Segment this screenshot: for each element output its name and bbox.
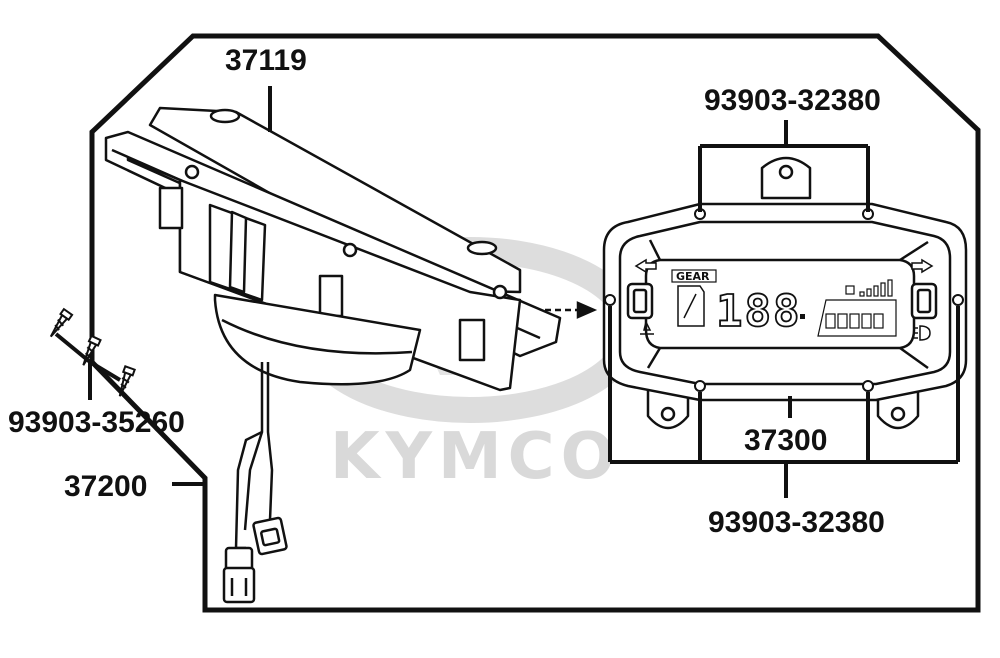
housing-boss-3 — [458, 318, 486, 362]
callout-37119: 37119 — [225, 44, 307, 77]
dome-rim-line — [221, 318, 413, 355]
housing-boss-1 — [158, 186, 184, 230]
meter-housing-drawing — [104, 106, 562, 392]
odometer-frame — [817, 299, 897, 337]
headlight-indicator-icon — [914, 325, 931, 341]
panel-screw-side-left — [604, 294, 616, 306]
screw-set-leader — [54, 332, 122, 400]
callout-37300: 37300 — [744, 424, 827, 457]
view-arrow — [545, 301, 598, 319]
callout-37200: 37200 — [64, 470, 147, 503]
harness-connectors — [222, 516, 288, 604]
housing-screw-2 — [342, 242, 358, 258]
callout-93903-32380-top: 93903-32380 — [704, 84, 881, 117]
panel-screw-bottom-left — [694, 380, 706, 392]
gear-digit — [677, 285, 705, 327]
right-leaders — [608, 120, 960, 498]
watermark-text: KYMCO — [330, 420, 621, 494]
panel-screw-bottom-right — [862, 380, 874, 392]
left-turn-indicator-icon — [634, 258, 657, 274]
housing-boss-2 — [318, 274, 344, 318]
panel-button-left-face — [632, 288, 648, 314]
harness-wire-b — [266, 362, 274, 521]
gear-label-box — [671, 269, 717, 283]
screw-1 — [49, 307, 74, 338]
callout-93903-35260: 93903-35260 — [8, 406, 185, 439]
bezel-facet-bl — [646, 347, 662, 369]
screw-3 — [118, 365, 136, 397]
housing-screw-1 — [184, 164, 200, 180]
housing-dome — [213, 293, 422, 386]
bezel-facet-tl — [648, 239, 662, 261]
housing-screw-3 — [492, 284, 508, 300]
fuel-pump-icon — [845, 285, 855, 295]
temperature-indicator-icon — [640, 319, 654, 335]
screw-set-drawing — [49, 307, 136, 397]
panel-bottom-tab-left-hole — [660, 406, 676, 422]
odometer-digits — [825, 313, 884, 329]
bezel-facet-tr — [899, 240, 929, 262]
harness-wire-a — [243, 362, 264, 531]
connector-left-body — [222, 566, 256, 604]
right-turn-indicator-icon — [911, 258, 934, 274]
connector-right-face — [260, 527, 281, 547]
wiring-harness — [234, 362, 274, 550]
diagram-frame — [89, 33, 981, 613]
panel-bottom-tab-right-hole — [890, 406, 906, 422]
gear-digit-segment — [683, 293, 697, 319]
callout-93903-32380-bottom: 93903-32380 — [708, 506, 885, 539]
lcd-content: GEAR 188 — [671, 269, 897, 338]
bezel-facet-br — [899, 346, 929, 370]
housing-bracket-slot — [228, 210, 248, 294]
fuel-gauge — [845, 279, 893, 297]
gear-label: GEAR — [676, 270, 710, 283]
panel-screws — [604, 208, 964, 392]
speed-digits: 188 — [716, 286, 801, 337]
panel-top-tab-hole — [778, 164, 794, 180]
housing-top-knob — [209, 108, 241, 124]
panel-screw-side-right — [952, 294, 964, 306]
harness-wire-c — [234, 430, 263, 549]
panel-button-right-face — [916, 288, 932, 314]
kmh-unit-mark — [800, 314, 805, 319]
housing-top-knob-2 — [466, 240, 498, 256]
